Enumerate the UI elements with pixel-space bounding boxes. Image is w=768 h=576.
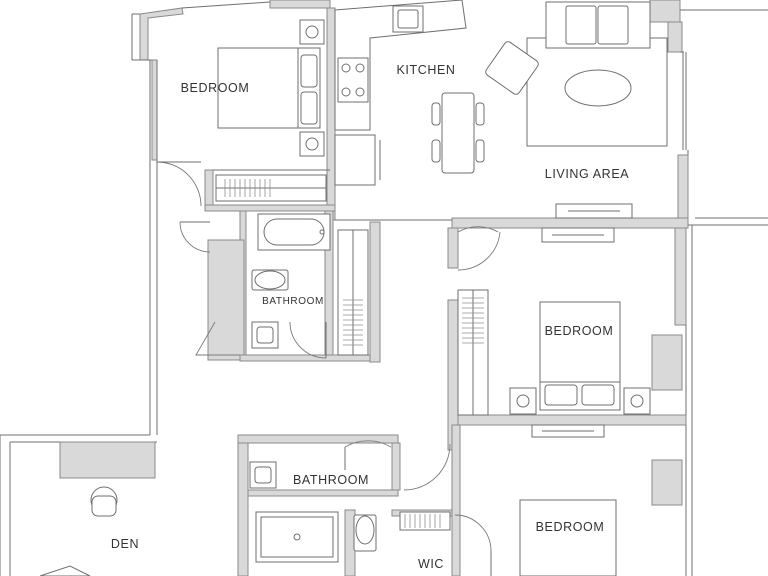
bathroom-lower-fixtures (249, 461, 377, 563)
label-den: DEN (111, 537, 139, 551)
label-bathroom-lower: BATHROOM (293, 473, 369, 487)
label-kitchen: KITCHEN (396, 63, 455, 77)
bedroom-top-left-furniture (217, 19, 325, 157)
doors (156, 161, 501, 576)
label-living-area: LIVING AREA (545, 167, 629, 181)
label-wic: WIC (418, 557, 444, 571)
den-furniture (39, 486, 118, 576)
kitchen-fixtures (334, 0, 485, 186)
label-bedroom-middle-right: BEDROOM (545, 324, 614, 338)
closet-hangers (215, 174, 489, 531)
label-bedroom-top-left: BEDROOM (181, 81, 250, 95)
label-bathroom-center: BATHROOM (262, 296, 324, 307)
bedroom-bottom-right-furniture (519, 499, 617, 576)
living-area-furniture (485, 1, 668, 219)
bathroom-center-fixtures (251, 213, 331, 349)
label-bedroom-bottom-right: BEDROOM (536, 520, 605, 534)
bedroom-middle-right-furniture (509, 227, 651, 438)
